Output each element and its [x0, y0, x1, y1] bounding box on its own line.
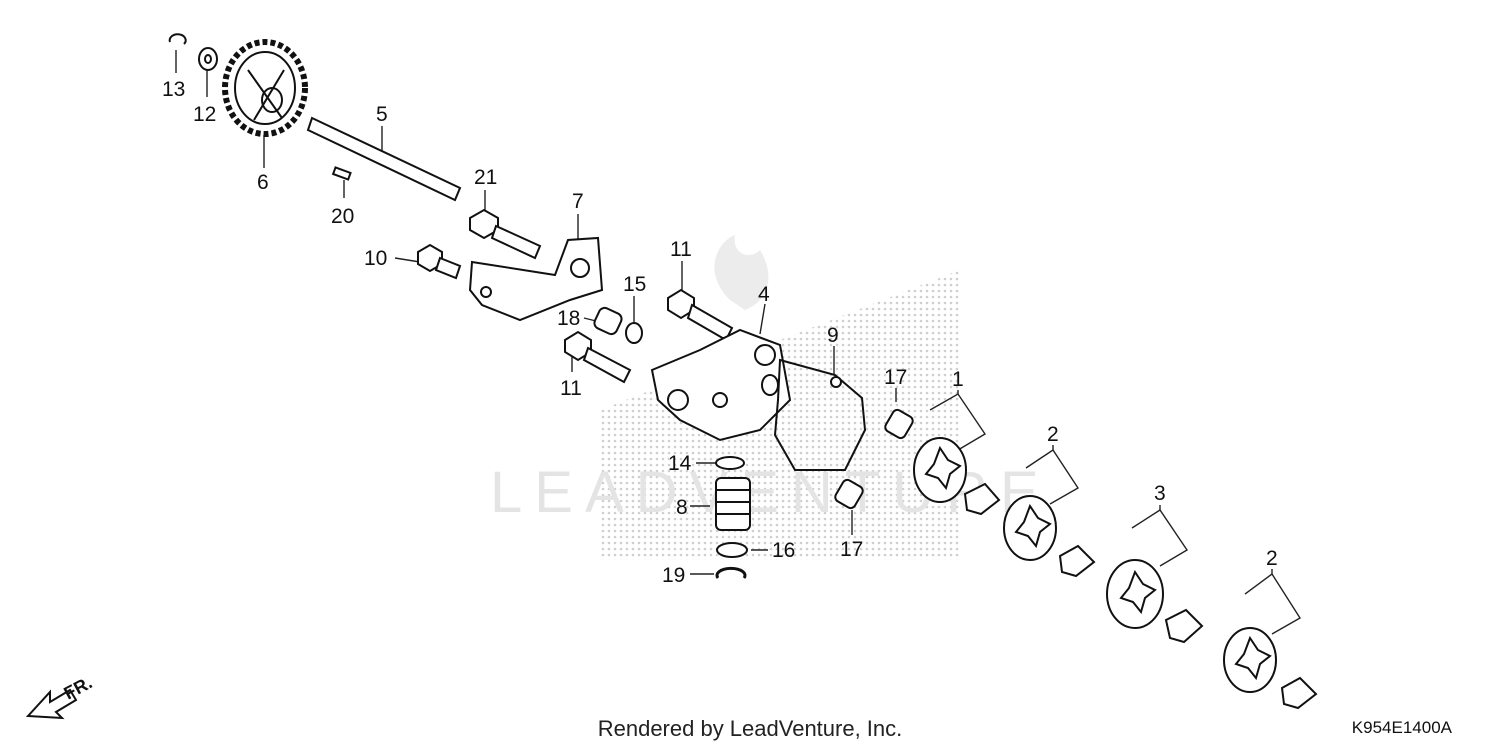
bolt-11-lower-part [564, 330, 632, 384]
callout-11-upper: 11 [670, 238, 692, 261]
shaft-part [306, 116, 462, 202]
callout-21: 21 [474, 166, 497, 189]
callout-14: 14 [668, 452, 692, 475]
dowel-17-upper-part [884, 408, 914, 440]
pin-part [331, 166, 352, 181]
bolt-10-part [417, 243, 462, 280]
callout-10: 10 [364, 247, 387, 270]
callout-6: 6 [257, 171, 269, 194]
watermark-flame-shape [714, 235, 769, 310]
callout-17-upper: 17 [884, 366, 907, 389]
collar-part [593, 306, 623, 336]
callout-4: 4 [758, 283, 770, 306]
gear-part [222, 39, 308, 137]
callout-1: 1 [952, 368, 964, 391]
callout-16: 16 [772, 539, 795, 562]
callout-12: 12 [193, 103, 216, 126]
bracket-plate-part [468, 236, 604, 322]
rotor-set-1-part [913, 437, 1001, 516]
footer-credit: Rendered by LeadVenture, Inc. [597, 716, 903, 741]
callout-17-lower: 17 [840, 538, 863, 561]
circlip-part [715, 566, 747, 579]
watermark-wing-shape [600, 270, 960, 560]
callout-13: 13 [162, 78, 185, 101]
bolt-11-upper-part [667, 288, 734, 342]
callout-8: 8 [676, 496, 688, 519]
filter-part [715, 477, 751, 531]
rotor-set-2b-part [1223, 627, 1318, 710]
dowel-17-lower-part [834, 478, 864, 510]
callouts: 1 2 3 2 4 5 6 7 8 9 10 11 11 12 13 14 15… [162, 78, 1278, 587]
callout-19: 19 [662, 564, 685, 587]
parts [168, 33, 1318, 710]
oring-16-part [716, 542, 748, 558]
callout-11-lower: 11 [560, 377, 582, 400]
front-arrow-icon [25, 688, 78, 720]
callout-7: 7 [572, 190, 584, 213]
clip-part [168, 33, 187, 45]
gasket-part [773, 358, 867, 471]
bolt-21-part [469, 208, 542, 260]
rotor-set-2a-part [1003, 495, 1096, 578]
callout-2b: 2 [1266, 547, 1278, 570]
callout-9: 9 [827, 324, 839, 347]
leader-lines [175, 50, 1301, 635]
front-arrow: FR. [25, 672, 95, 720]
callout-3: 3 [1154, 482, 1166, 505]
oring-15-part [625, 322, 643, 344]
rotor-set-3-part [1106, 559, 1204, 644]
callout-5: 5 [376, 103, 388, 126]
callout-2a: 2 [1047, 423, 1059, 446]
callout-18: 18 [557, 307, 580, 330]
callout-20: 20 [331, 205, 354, 228]
diagram-code: K954E1400A [1351, 718, 1452, 737]
callout-15: 15 [623, 273, 646, 296]
oring-14-part [715, 456, 745, 470]
pump-body-part [650, 328, 792, 442]
